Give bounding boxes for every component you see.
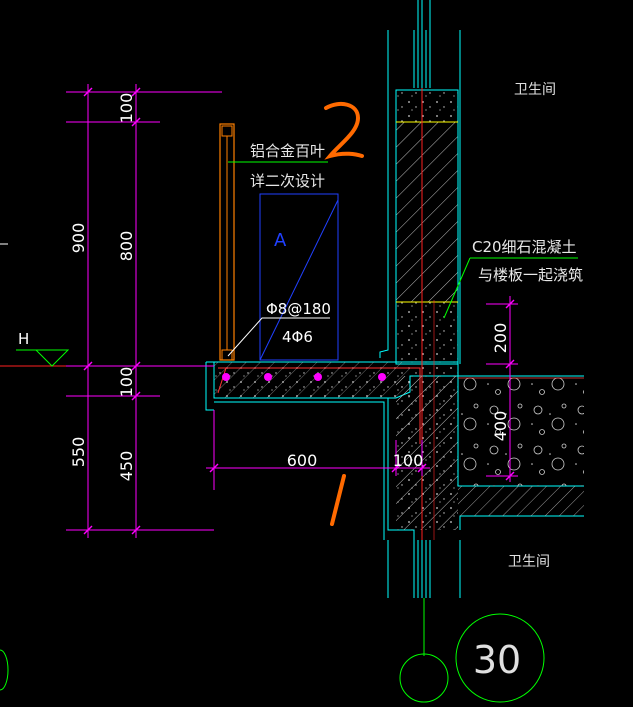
slab-outline-step [205, 362, 214, 411]
right-dimension-ticks [505, 299, 515, 481]
section-a-box [259, 193, 339, 361]
lower-wall-right-2 [459, 515, 584, 530]
rebar-dots [222, 373, 386, 381]
dim-left-inner-100a: 100 [117, 93, 136, 124]
louver [219, 123, 235, 361]
rebar-leader [227, 317, 330, 357]
dim-right-400: 400 [491, 411, 510, 442]
bathroom-fill [458, 376, 584, 486]
dim-bottom-600: 600 [287, 451, 318, 470]
balcony-slab-hatch [214, 362, 410, 398]
left-dimension-ticks [83, 87, 141, 535]
section-mark: A [274, 230, 287, 251]
upper-wall-hatch [395, 121, 459, 303]
dim-right-200: 200 [491, 323, 510, 354]
bottom-dimension-ticks [209, 463, 427, 473]
window-frame-bottom [387, 540, 461, 598]
dim-left-inner-800: 800 [117, 231, 136, 262]
c20-concrete-band [395, 301, 459, 365]
level-mark [0, 243, 70, 367]
rebar-stirrup-label: Φ8@180 [266, 300, 331, 318]
dim-left-inner-450: 450 [117, 451, 136, 482]
bathroom-slab-hatch [458, 486, 584, 516]
dim-left-outer-900: 900 [69, 223, 88, 254]
dim-bottom-100: 100 [393, 451, 424, 470]
rebar-main-label: 4Φ6 [282, 328, 313, 346]
dim-left-inner-100b: 100 [117, 367, 136, 398]
concrete-leader-d [443, 257, 471, 319]
left-dimension-lines [66, 84, 222, 538]
edge-arc [0, 649, 9, 691]
handwritten-2 [324, 101, 364, 160]
rebar-red-2 [217, 367, 227, 394]
handwritten-1 [330, 474, 346, 526]
detail-number: 30 [473, 638, 521, 682]
louver-label-1: 铝合金百叶 [250, 142, 325, 160]
concrete-label-1: C20细石混凝土 [472, 238, 577, 256]
bottom-dimension-lines [206, 410, 430, 490]
level-label: H [18, 330, 29, 348]
lower-wall-dots [396, 376, 458, 530]
upper-wall-outline [379, 88, 389, 358]
right-dimension-lines [486, 296, 518, 482]
concrete-label-2: 与楼板一起浇筑 [478, 266, 583, 284]
wall-cap-concrete [395, 89, 459, 123]
detail-bubble [455, 613, 545, 703]
window-frame-top [387, 0, 461, 88]
axis-bubble [399, 653, 449, 703]
rebar-red [218, 367, 421, 444]
louver-label-2: 详二次设计 [250, 172, 325, 190]
slab-outline-bottom [214, 401, 385, 540]
room-label-bottom: 卫生间 [508, 554, 550, 570]
dim-left-outer-550: 550 [69, 437, 88, 468]
room-label-top: 卫生间 [514, 82, 556, 98]
